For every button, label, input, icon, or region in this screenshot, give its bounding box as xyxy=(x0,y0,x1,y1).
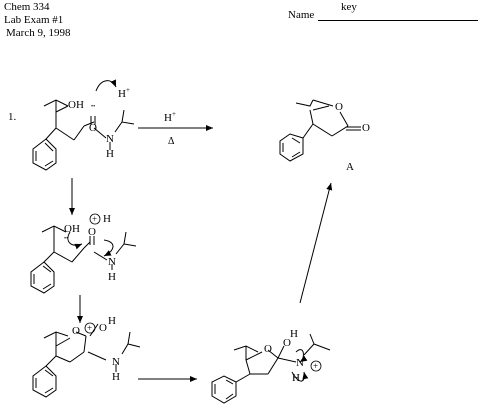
hydroxyl-label-2: OH xyxy=(64,223,80,235)
positive-charge-circle-3 xyxy=(84,322,96,334)
ring-oxygen-3: O xyxy=(72,325,80,337)
course-title: Chem 334 xyxy=(4,1,50,13)
lone-pair-1: •• xyxy=(91,104,95,110)
exam-title: Lab Exam #1 xyxy=(4,14,64,26)
hydroxyl-hydrogen-4: H xyxy=(290,328,298,340)
positive-charge-4: + xyxy=(313,361,318,371)
amide-hydrogen-1: H xyxy=(106,148,114,160)
hydroxyl-oxygen-3: O xyxy=(99,322,107,334)
oxonium-hydrogen-2: H xyxy=(103,213,111,225)
amide-hydrogen-3: H xyxy=(112,371,120,383)
name-field-line xyxy=(318,20,478,21)
protonated-amide-structure xyxy=(30,225,137,294)
amide-hydrogen-2: H xyxy=(108,271,116,283)
amide-nitrogen-2: N xyxy=(108,256,116,268)
carbonyl-oxygen-product: O xyxy=(362,122,370,134)
hydroxyl-label: OH xyxy=(68,99,84,111)
name-value: key xyxy=(341,1,357,13)
tetrahedral-intermediate-structure xyxy=(211,333,331,404)
amide-nitrogen-1: N xyxy=(106,133,114,145)
proton-charge: + xyxy=(126,86,130,94)
exam-date: March 9, 1998 xyxy=(6,27,71,39)
ring-oxygen-product: O xyxy=(335,101,343,113)
reagent-label: H xyxy=(164,112,172,124)
lone-pair-2: •• xyxy=(64,236,68,242)
carbonyl-oxygen-2: O xyxy=(88,226,96,238)
ammonium-hydrogen-4: H xyxy=(292,372,300,384)
ammonium-nitrogen-4: N xyxy=(296,357,304,369)
ring-oxygen-4: O xyxy=(264,343,272,355)
arrow-to-product xyxy=(299,182,333,304)
name-label: Name xyxy=(288,9,315,21)
product-label: A xyxy=(346,161,354,173)
heat-symbol: Δ xyxy=(168,136,175,147)
oxonium-intermediate-structure xyxy=(32,323,141,398)
carbonyl-oxygen-1: O xyxy=(89,122,97,134)
proton-label: H xyxy=(118,88,126,100)
starting-material-structure xyxy=(32,79,135,171)
problem-number: 1. xyxy=(8,111,17,123)
reagent-charge: + xyxy=(172,110,176,118)
lactone-product-structure xyxy=(279,99,361,162)
positive-charge-3: + xyxy=(87,323,92,333)
hydroxyl-hydrogen-3: H xyxy=(108,315,116,327)
positive-charge-2: + xyxy=(92,214,97,224)
positive-charge-circle-4 xyxy=(310,360,322,372)
positive-charge-circle-2 xyxy=(89,213,101,225)
hydroxyl-oxygen-4: O xyxy=(283,337,291,349)
amide-nitrogen-3: N xyxy=(112,356,120,368)
